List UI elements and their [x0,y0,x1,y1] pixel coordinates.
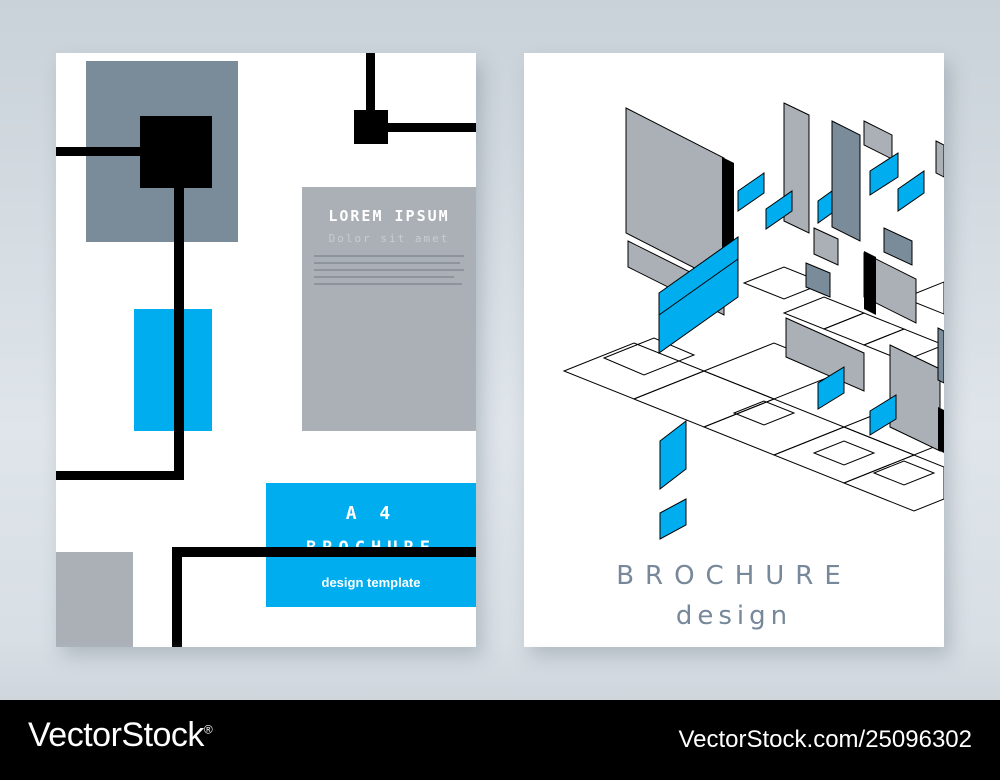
blue-tile [869,394,897,436]
blue-tile [737,172,765,212]
slate-tile [805,262,831,298]
grid-tile [772,426,916,484]
placeholder-text-line [314,269,464,271]
a4-brochure-block: A 4 BROCHURE design template [266,483,476,607]
dolor-subtitle: Dolor sit amet [328,232,450,245]
grid-tile [702,398,846,456]
blue-panel-divider [658,258,739,316]
design-template-label: design template [321,575,421,590]
placeholder-text-line [314,255,464,257]
grid-tile [872,460,936,486]
gray-panel-right [889,344,941,452]
design-subheading: design [675,601,793,631]
grid-tile [732,400,796,426]
black-square-small [354,110,388,144]
grid-tile [632,370,776,428]
registered-mark: ® [203,722,213,737]
black-square-large [140,116,212,188]
gray-tile [813,227,839,266]
isometric-illustration [562,102,944,540]
line-vertical-bottom [172,547,182,647]
line-horizontal-bottom [172,547,476,557]
brand-name: VectorStock [28,716,204,754]
line-vertical-top-right [366,53,375,128]
line-vertical-left [174,183,184,480]
blue-tile [817,190,833,224]
slate-panel-tall [831,120,861,242]
line-horizontal-top-right [386,123,476,132]
artboard: LOREM IPSUM Dolor sit amet A 4 BROCHURE … [0,53,1000,700]
gray-square-bottom [56,552,133,647]
blue-rectangle [134,309,212,431]
blue-tile [897,170,925,212]
grid-tile [842,454,944,512]
blue-tile [765,190,793,230]
gray-panel-small [863,120,893,160]
surface-shadow [0,640,1000,700]
blue-panel-large [658,236,739,354]
a4-label: A 4 [345,503,397,524]
line-horizontal-top-left [56,147,156,156]
lorem-ipsum-title: LOREM IPSUM [328,207,450,225]
placeholder-text-line [314,276,454,278]
brochure-heading: BROCHURE [616,561,852,591]
title-block: LOREM IPSUM Dolor sit amet [302,187,476,431]
blue-tile [659,498,687,540]
slate-edge [937,327,944,384]
grid-tile [602,337,696,376]
slate-tile [883,227,913,266]
placeholder-text-line [314,283,462,285]
brochure-cover-left: LOREM IPSUM Dolor sit amet A 4 BROCHURE … [56,53,476,647]
blue-tile [869,152,899,196]
brochure-cover-right: BROCHURE design [524,53,944,647]
placeholder-text-line [314,262,460,264]
grid-tile [902,281,944,315]
line-horizontal-mid [56,471,184,480]
blue-tile [817,366,845,410]
vectorstock-logo: VectorStock® [28,716,213,755]
asset-id: VectorStock.com/25096302 [678,726,972,753]
blue-tile [659,419,687,491]
grid-tile [812,440,876,466]
watermark-bar: VectorStock® VectorStock.com/25096302 [0,700,1000,780]
gray-panel-edge [935,140,944,178]
